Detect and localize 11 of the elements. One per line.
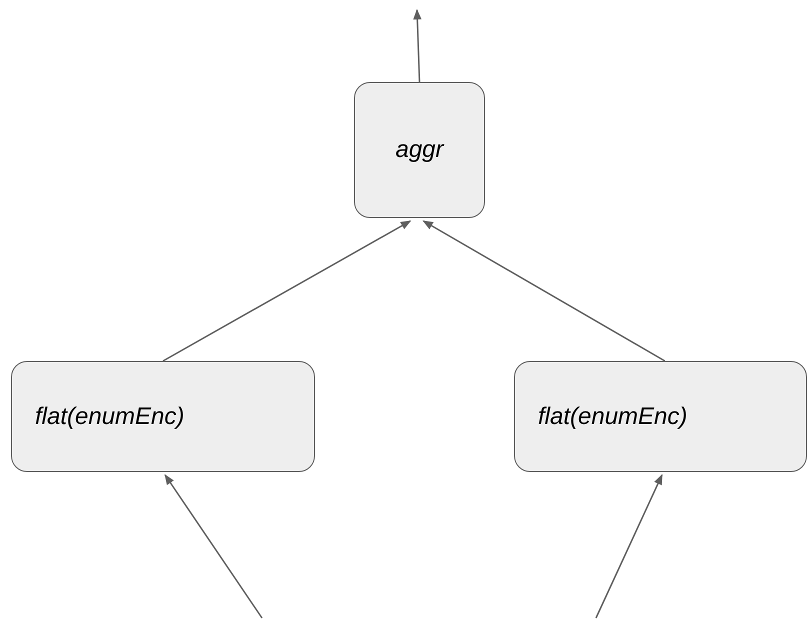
process-box [514, 361, 807, 472]
arrow [164, 474, 263, 618]
node-label: flat(enumEnc) [538, 402, 688, 430]
node-label: aggr [395, 136, 444, 164]
arrow [162, 220, 412, 362]
arrow [422, 220, 666, 362]
node-label: flat(enumEnc) [35, 402, 184, 430]
process-box [354, 82, 485, 218]
arrow [413, 8, 422, 82]
arrow [595, 474, 663, 618]
process-box [11, 361, 315, 472]
